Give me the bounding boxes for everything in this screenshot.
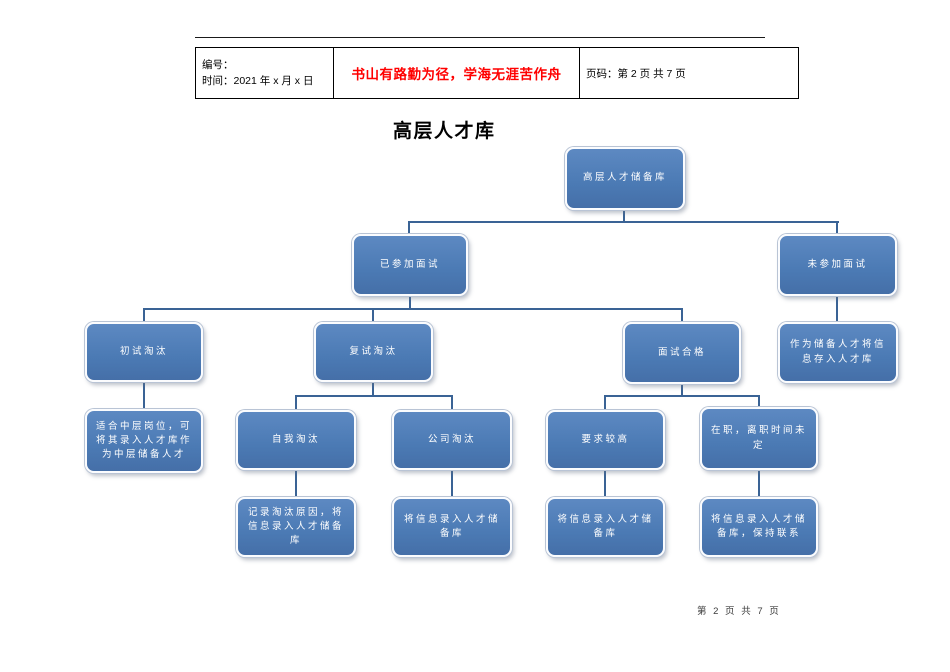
connector-drop-first-round bbox=[143, 308, 145, 322]
connector-on-job-child bbox=[758, 470, 760, 497]
header-page-cell: 页码：第 2 页 共 7 页 bbox=[579, 47, 799, 99]
motto-text: 书山有路勤为径，学海无涯苦作舟 bbox=[351, 66, 562, 82]
page-title: 高层人才库 bbox=[393, 121, 496, 142]
node-on-job[interactable]: 在职，离职时间未 定 bbox=[700, 407, 818, 470]
node-root[interactable]: 高层人才储备库 bbox=[565, 147, 685, 210]
node-not-interviewed[interactable]: 未参加面试 bbox=[778, 234, 897, 296]
node-first-round-eliminated[interactable]: 初试淘汰 bbox=[85, 322, 203, 382]
header-motto-cell: 书山有路勤为径，学海无涯苦作舟 bbox=[333, 47, 580, 99]
connector-interviewed-stub bbox=[409, 296, 411, 308]
doc-number-label: 编号： bbox=[202, 58, 234, 71]
connector-drop-second-round bbox=[372, 308, 374, 322]
connector-high-req-child bbox=[604, 470, 606, 497]
page-number-label: 页码：第 2 页 共 7 页 bbox=[586, 67, 686, 80]
connector-root-stub bbox=[623, 210, 625, 221]
node-high-requirements[interactable]: 要求较高 bbox=[546, 410, 665, 470]
node-second-round-eliminated[interactable]: 复试淘汰 bbox=[314, 322, 433, 382]
connector-drop-on-job bbox=[758, 395, 760, 407]
node-reserve-info[interactable]: 作为储备人才将信 息存入人才库 bbox=[778, 322, 898, 383]
node-interviewed[interactable]: 已参加面试 bbox=[352, 234, 468, 296]
connector-second-round-stub bbox=[372, 382, 374, 395]
connector-drop-high-req bbox=[604, 395, 606, 410]
connector-level2-bus bbox=[143, 308, 683, 310]
connector-passed-stub bbox=[681, 384, 683, 395]
connector-self-child bbox=[295, 470, 297, 497]
connector-second-round-bus bbox=[295, 395, 453, 397]
node-interview-passed[interactable]: 面试合格 bbox=[623, 322, 741, 384]
connector-drop-passed bbox=[681, 308, 683, 322]
connector-drop-self bbox=[295, 395, 297, 410]
connector-first-round-child bbox=[143, 382, 145, 409]
node-store-info-high[interactable]: 将信息录入人才储 备库 bbox=[546, 497, 665, 557]
header-table: 编号： 时间：2021 年 x 月 x 日 书山有路勤为径，学海无涯苦作舟 页码… bbox=[195, 47, 799, 99]
connector-drop-not-interviewed bbox=[836, 221, 838, 234]
connector-company-child bbox=[451, 470, 453, 497]
node-fit-mid-level[interactable]: 适合中层岗位，可 将其录入人才库作 为中层储备人才 bbox=[85, 409, 203, 473]
node-record-reason[interactable]: 记录淘汰原因，将 信息录入人才储备 库 bbox=[236, 497, 356, 557]
page-footer: 第 2 页 共 7 页 bbox=[697, 606, 781, 617]
connector-not-interviewed-child bbox=[836, 296, 838, 322]
doc-time-label: 时间：2021 年 x 月 x 日 bbox=[202, 75, 314, 87]
connector-drop-interviewed bbox=[408, 221, 410, 234]
node-company-eliminated[interactable]: 公司淘汰 bbox=[392, 410, 512, 470]
connector-level1-bus bbox=[408, 221, 839, 223]
header-rule bbox=[195, 37, 765, 38]
node-store-info-onjob[interactable]: 将信息录入人才储 备库，保持联系 bbox=[700, 497, 818, 557]
node-store-info-company[interactable]: 将信息录入人才储 备库 bbox=[392, 497, 512, 557]
header-meta-cell: 编号： 时间：2021 年 x 月 x 日 bbox=[195, 47, 334, 99]
connector-drop-company bbox=[451, 395, 453, 410]
node-self-eliminated[interactable]: 自我淘汰 bbox=[236, 410, 356, 470]
connector-passed-bus bbox=[604, 395, 760, 397]
